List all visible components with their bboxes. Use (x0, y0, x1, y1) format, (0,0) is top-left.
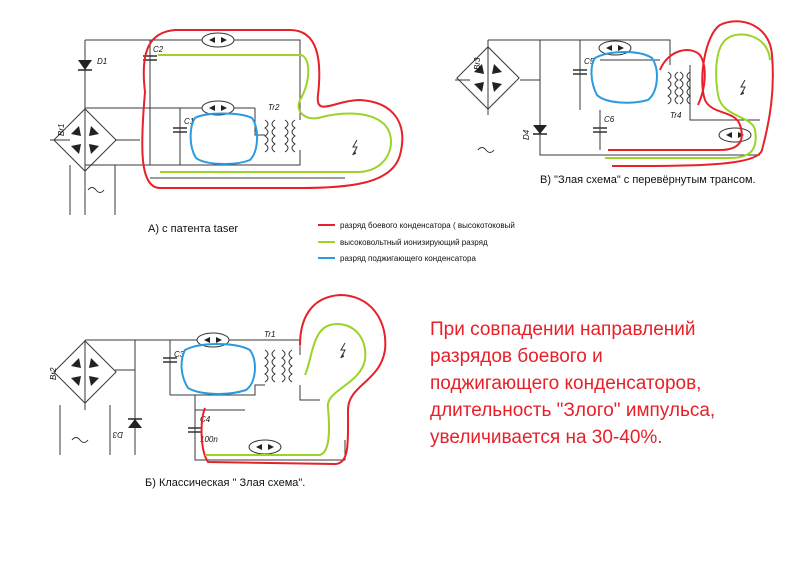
label-tr1: Tr1 (264, 330, 275, 339)
diode-d1-icon (78, 60, 92, 70)
label-d1: D1 (97, 57, 107, 66)
caption-v: В) "Злая схема" с перевёрнутым трансом. (540, 174, 756, 186)
note-line: увеличивается на 30-40%. (430, 427, 663, 448)
legend-label-blue: разряд поджигающего конденсатора (340, 254, 476, 263)
label-d4: D4 (522, 129, 531, 140)
path-blue-b (180, 343, 256, 395)
path-red-v-loop (659, 49, 706, 106)
legend: разряд боевого конденсатора ( высокотоко… (318, 221, 515, 263)
label-c2: C2 (153, 45, 164, 54)
path-red-v (608, 20, 774, 167)
label-tr2: Tr2 (268, 103, 280, 112)
spark-gap-icon (248, 439, 282, 455)
label-c5: C5 (584, 57, 595, 66)
circuit-a: D1 Br1 C2 C1 Tr2 А) с патента taser (50, 29, 404, 235)
circuit-v-wires (455, 39, 760, 156)
transformer-tr2-secondary-icon (284, 119, 296, 153)
path-green-b (205, 323, 367, 456)
legend-label-red: разряд боевого конденсатора ( высокотоко… (340, 221, 515, 230)
circuit-v: Br3 C5 D4 C6 Tr4 В) "Злая схема" с перев… (455, 20, 774, 186)
path-green-a (158, 54, 392, 173)
spark-gap-icon (201, 32, 235, 48)
ac-symbol-icon (71, 437, 89, 443)
label-c1: C1 (184, 117, 194, 126)
label-c4: C4 (200, 415, 211, 424)
circuit-b: Br2 C3 D3 C4 100n Tr1 Б) Классическая " … (49, 293, 387, 489)
label-c4-value: 100n (200, 435, 218, 444)
circuit-a-wires (50, 39, 345, 215)
caption-a: А) с патента taser (148, 223, 238, 235)
transformer-tr4-secondary-icon (679, 71, 691, 105)
path-green-v (605, 33, 771, 159)
label-d3: D3 (112, 430, 123, 439)
label-c3: C3 (174, 350, 185, 359)
path-red-b (200, 293, 387, 466)
note-text: При совпадении направлений разрядов боев… (430, 316, 790, 451)
caption-b: Б) Классическая " Злая схема". (145, 477, 305, 489)
note-line: длительность "Злого" импульса, (430, 400, 716, 421)
transformer-tr2-icon (264, 119, 276, 153)
label-c6: C6 (604, 115, 615, 124)
diode-d4-icon (533, 125, 547, 134)
spark-bolt-icon (739, 79, 746, 96)
path-red-a (141, 29, 404, 189)
diode-d3-icon (128, 419, 142, 428)
label-tr4: Tr4 (670, 111, 682, 120)
transformer-tr1-icon (264, 349, 276, 383)
transformer-tr4-icon (667, 71, 679, 105)
spark-bolt-icon (351, 139, 358, 156)
note-line: разрядов боевого и (430, 346, 603, 367)
spark-bolt-icon (339, 342, 346, 359)
ac-symbol-icon (87, 187, 105, 193)
path-blue-a (189, 112, 258, 165)
path-blue-v (590, 51, 658, 104)
label-br1: Br1 (57, 124, 66, 136)
ac-symbol-icon (477, 147, 495, 153)
label-br3: Br3 (473, 57, 482, 70)
transformer-tr1-secondary-icon (281, 349, 293, 383)
legend-label-green: высоковольтный ионизирующий разряд (340, 238, 488, 247)
note-line: При совпадении направлений (430, 319, 696, 340)
note-line: поджигающего конденсаторов, (430, 373, 702, 394)
spark-gap-icon (718, 127, 752, 143)
label-br2: Br2 (49, 367, 58, 380)
